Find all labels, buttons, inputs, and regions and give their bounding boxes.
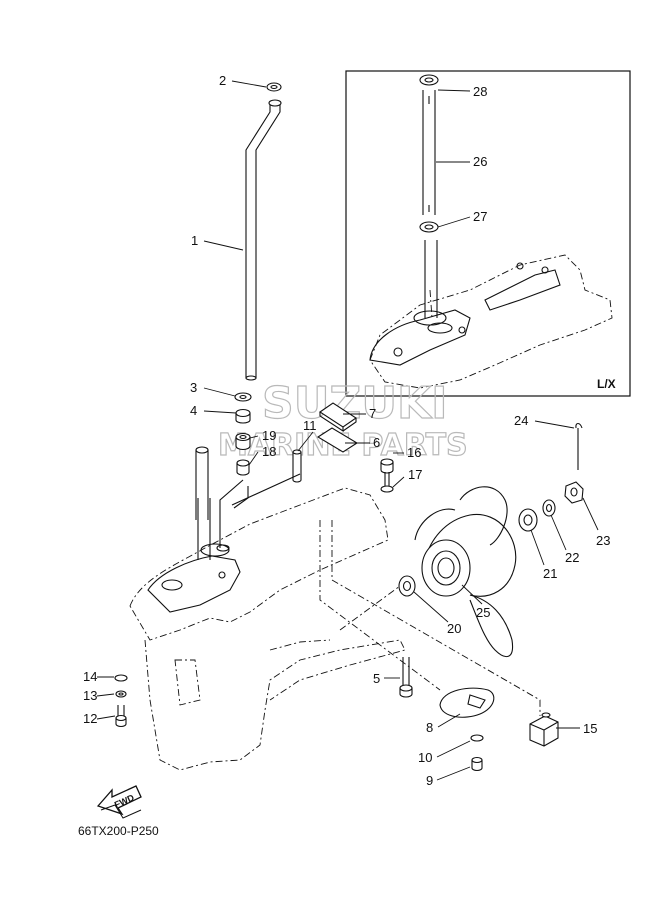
callout-17: 17 [408,467,422,482]
callout-26: 26 [473,154,487,169]
callout-9: 9 [426,773,433,788]
gear-case [129,446,406,771]
callout-6: 6 [373,435,380,450]
callout-10: 10 [418,750,432,765]
prop-hardware [518,422,584,532]
inset-box: L/X [345,70,631,397]
callout-12: 12 [83,711,97,726]
callout-2: 2 [219,73,226,88]
callout-20: 20 [447,621,461,636]
callout-4: 4 [190,403,197,418]
inset-label: L/X [597,377,616,391]
callout-7: 7 [369,406,376,421]
callout-28: 28 [473,84,487,99]
drive-shaft-tube [245,82,282,381]
callout-16: 16 [407,445,421,460]
callout-5: 5 [373,671,380,686]
callout-13: 13 [83,688,97,703]
callout-labels: 2 1 3 4 19 18 11 7 6 16 17 28 26 27 24 2… [83,73,610,788]
left-hardware [114,674,128,728]
callout-22: 22 [565,550,579,565]
diagram-code: 66TX200-P250 [78,824,159,838]
callout-19: 19 [262,428,276,443]
bolt-washer [380,458,394,493]
watermark-line1: SUZUKI [262,378,448,429]
fwd-arrow: FWD [96,785,142,819]
callout-8: 8 [426,720,433,735]
callout-15: 15 [583,721,597,736]
callout-14: 14 [83,669,97,684]
callout-23: 23 [596,533,610,548]
callout-25: 25 [476,605,490,620]
bolt-5 [399,657,413,698]
callout-18: 18 [262,444,276,459]
anode [529,712,559,747]
callout-3: 3 [190,380,197,395]
assembly-lines [319,289,541,716]
propeller [414,486,517,658]
callout-27: 27 [473,209,487,224]
pin [292,449,302,483]
trim-tab [439,687,495,772]
callout-1: 1 [191,233,198,248]
callout-11: 11 [303,418,317,433]
callout-24: 24 [514,413,528,428]
leader-lines [96,80,599,781]
thrust-washer [398,575,416,597]
callout-21: 21 [543,566,557,581]
